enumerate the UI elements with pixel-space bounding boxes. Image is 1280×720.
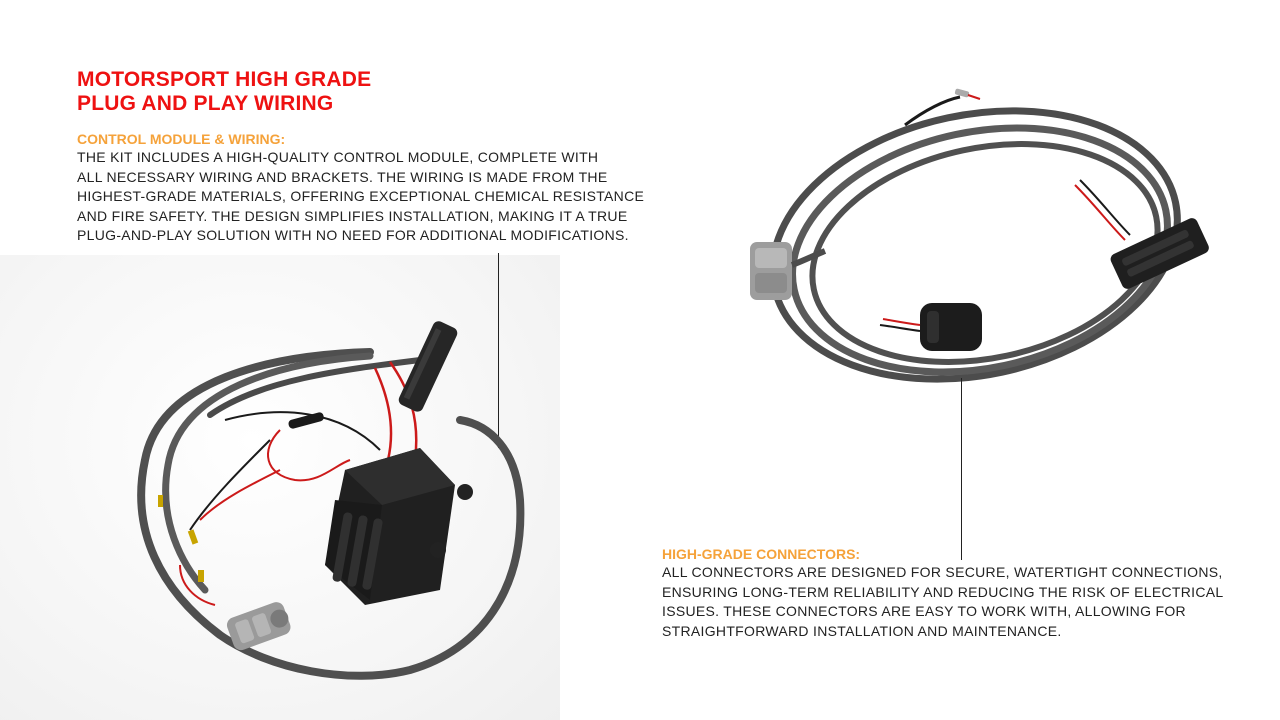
control-module-description: THE KIT INCLUDES A HIGH-QUALITY CONTROL …: [77, 149, 645, 243]
coiled-cable-image: [750, 88, 1209, 383]
connectors-title: HIGH-GRADE CONNECTORS:: [662, 546, 861, 562]
control-module-section: CONTROL MODULE & WIRING: THE KIT INCLUDE…: [77, 130, 677, 246]
control-module-callout-line: [498, 253, 499, 448]
flat-black-connector: [1110, 218, 1209, 289]
control-module-box: [325, 448, 473, 605]
grey-deutsch-connector: [750, 242, 827, 300]
page-title: MOTORSPORT HIGH GRADE PLUG AND PLAY WIRI…: [77, 68, 372, 115]
grey-connector: [226, 602, 291, 651]
connectors-callout-line: [961, 378, 962, 560]
control-module-title: CONTROL MODULE & WIRING:: [77, 131, 286, 147]
round-black-connector: [879, 303, 982, 351]
connectors-section: HIGH-GRADE CONNECTORS: ALL CONNECTORS AR…: [662, 545, 1262, 641]
connectors-description: ALL CONNECTORS ARE DESIGNED FOR SECURE, …: [662, 564, 1224, 639]
wiring-harness-image: [137, 321, 525, 680]
